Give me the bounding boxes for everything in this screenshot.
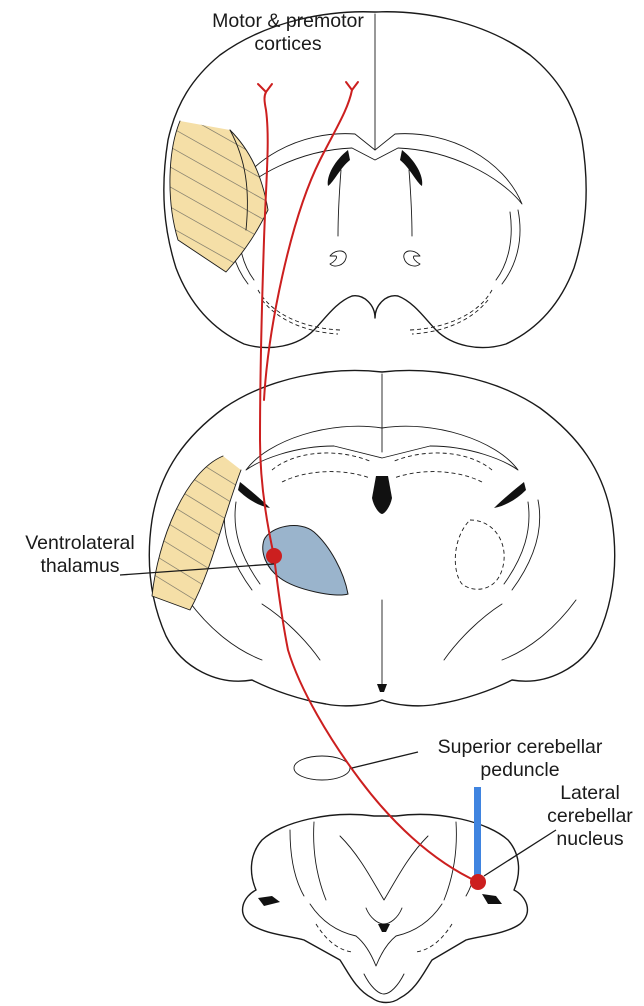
section-outline-bottom — [243, 814, 528, 1002]
label-ventrolateral-thalamus: Ventrolateral thalamus — [10, 532, 150, 578]
brainstem-nuclei-left — [316, 924, 352, 952]
optic-tract-right — [502, 600, 576, 660]
third-ventricle-dorsal — [372, 476, 392, 514]
coronal-section-cerebellum — [243, 814, 528, 1002]
cerebellar-ventricle-left — [258, 896, 280, 906]
hippocampus-inner-left — [272, 453, 372, 482]
pathway-thalamus-to-cortex-b — [264, 90, 352, 400]
label-superior-cerebellar-peduncle: Superior cerebellar peduncle — [420, 736, 620, 782]
coronal-section-motor-cortex — [140, 12, 586, 348]
axon-terminal-left — [258, 84, 272, 92]
leader-scp — [352, 752, 418, 768]
ventricle-extension-right — [409, 170, 412, 236]
label-motor-cortex-line1: Motor & premotor — [188, 10, 388, 33]
brainstem-nuclei-right — [416, 924, 452, 952]
cerebellar-ventricle-right — [482, 894, 502, 904]
internal-capsule-right — [504, 500, 540, 590]
lateral-ventricle-right — [400, 150, 422, 186]
cerebral-peduncle-left — [262, 604, 320, 660]
thalamic-nucleus-right — [455, 520, 504, 589]
anterior-commissure-left — [330, 251, 346, 266]
internal-capsule-left — [224, 500, 260, 590]
pathway-lcn-to-thalamus — [274, 556, 478, 882]
lateral-cerebellar-nucleus-marker — [470, 874, 486, 890]
label-lcn-line3: nucleus — [540, 828, 640, 851]
fourth-ventricle — [378, 924, 390, 932]
label-lcn-line2: cerebellar — [540, 805, 640, 828]
label-motor-premotor-cortices: Motor & premotor cortices — [188, 10, 388, 56]
lateral-ventricle-left — [328, 150, 350, 186]
anterior-commissure-right — [404, 251, 420, 266]
label-motor-cortex-line2: cortices — [188, 33, 388, 56]
olfactory-tubercle-right — [410, 290, 492, 334]
label-vl-thalamus-line2: thalamus — [10, 555, 150, 578]
label-vl-thalamus-line1: Ventrolateral — [10, 532, 150, 555]
label-lcn-line1: Lateral — [540, 782, 640, 805]
cerebellar-folia-left — [290, 822, 326, 900]
motor-cortex-fill-middle — [152, 456, 241, 610]
olfactory-tubercle-left — [258, 290, 340, 334]
vl-thalamus-marker — [266, 548, 282, 564]
axon-terminal-right — [346, 82, 358, 90]
vermis-outline — [340, 836, 428, 900]
hippocampus-inner-right — [392, 453, 492, 482]
superior-cerebellar-peduncle-ellipse — [294, 756, 350, 780]
cerebral-peduncle-right — [444, 604, 502, 660]
motor-cortex-fill — [170, 121, 268, 272]
optic-tract-left — [188, 600, 262, 660]
label-scp-line2: peduncle — [420, 759, 620, 782]
label-lateral-cerebellar-nucleus: Lateral cerebellar nucleus — [540, 782, 640, 851]
optical-probe — [474, 787, 481, 887]
pyramid-outline — [364, 974, 404, 994]
ventricle-extension-left — [338, 170, 341, 236]
fourth-ventricle-outline — [366, 908, 402, 924]
coronal-section-thalamus — [130, 371, 615, 706]
motor-cortex-region-middle — [130, 420, 260, 640]
brainstem-outline — [310, 904, 442, 966]
label-scp-line1: Superior cerebellar — [420, 736, 620, 759]
lateral-ventricle-middle-right — [494, 482, 526, 508]
third-ventricle-ventral — [377, 684, 387, 692]
external-capsule-right — [496, 210, 520, 284]
